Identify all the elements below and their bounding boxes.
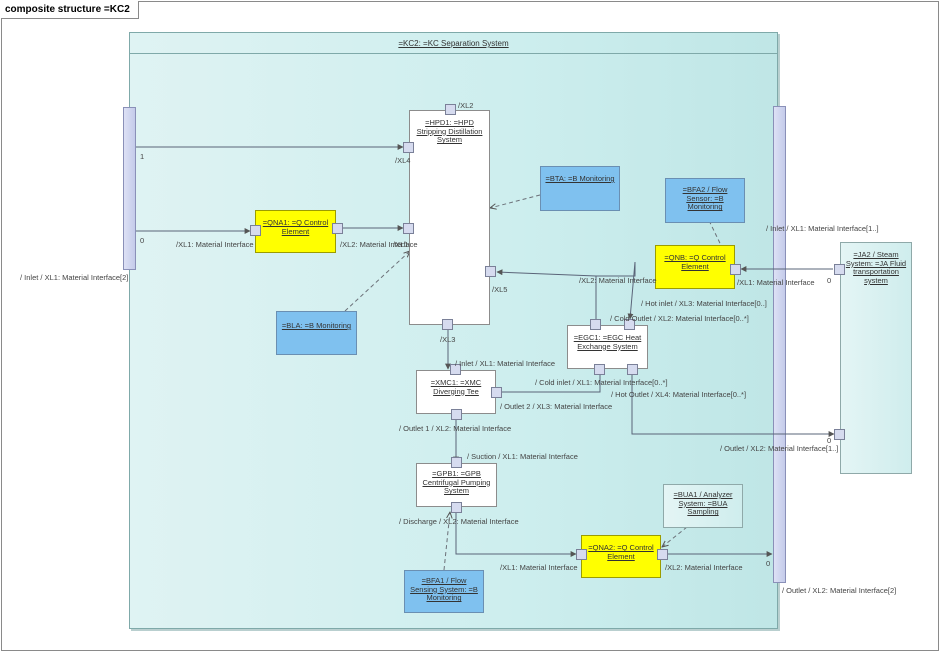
part-ja2-title: =JA2 / Steam System: =JA Fluid transport… [845, 250, 907, 285]
label-qna1-xl2: /XL2: Material Interface [340, 240, 418, 249]
port-egc-cold-outlet[interactable] [624, 319, 635, 330]
label-cold-outlet: / Cold Outlet / XL2: Material Interface[… [610, 314, 749, 323]
port-gpb-suction[interactable] [451, 457, 462, 468]
label-xl2-top: /XL2 [458, 101, 474, 110]
system-title: =KC2: =KC Separation System [130, 33, 777, 54]
label-ja-inlet: / Inlet / XL1: Material Interface[1..] [766, 224, 879, 233]
label-qna2-xl2: /XL2: Material Interface [665, 563, 743, 572]
label-mult-0-right: 0 [766, 559, 771, 568]
dep-bfa1 [443, 512, 450, 571]
port-hpd-xl1[interactable] [403, 223, 414, 234]
part-qna2[interactable]: =QNA2: =Q Control Element [581, 535, 661, 578]
part-gpb1[interactable]: =GPB1: =GPB Centrifugal Pumping System [416, 463, 497, 507]
connector-gpb-to-qna2[interactable] [455, 510, 577, 557]
part-bua1-title: =BUA1 / Analyzer System: =BUA Sampling [673, 490, 733, 517]
part-qnb-title: =QNB: =Q Control Element [664, 253, 726, 271]
port-hpd-xl2[interactable] [445, 104, 456, 115]
part-bfa1[interactable]: =BFA1 / Flow Sensing System: =B Monitori… [404, 570, 484, 613]
label-ja-mult-0-top: 0 [827, 276, 832, 285]
connector-egc-to-ja[interactable] [631, 375, 835, 437]
label-cold-inlet: / Cold inlet / XL1: Material Interface[0… [535, 378, 668, 387]
port-ja-outlet[interactable] [834, 429, 845, 440]
part-qna2-title: =QNA2: =Q Control Element [588, 543, 654, 561]
connector-qnb-to-egc[interactable] [627, 261, 636, 320]
label-outlet2: / Outlet 2 / XL3: Material Interface [500, 402, 613, 411]
label-xmc-inlet: / Inlet / XL1: Material Interface [455, 359, 556, 368]
connector-xmc-to-egc[interactable] [502, 375, 601, 393]
part-bta-title: =BTA: =B Monitoring [545, 174, 615, 183]
part-egc1[interactable]: =EGC1: =EGC Heat Exchange System [567, 325, 648, 369]
part-bua1[interactable]: =BUA1 / Analyzer System: =BUA Sampling [663, 484, 743, 528]
label-discharge: / Discharge / XL2: Material Interface [399, 517, 519, 526]
port-ja-inlet[interactable] [834, 264, 845, 275]
part-qnb[interactable]: =QNB: =Q Control Element [655, 245, 735, 289]
port-egc-hot-outlet[interactable] [627, 364, 638, 375]
label-mult-0-left: 0 [140, 236, 145, 245]
port-qna1-xl1[interactable] [250, 225, 261, 236]
connector-egc-to-qnb[interactable] [595, 262, 636, 320]
part-bta[interactable]: =BTA: =B Monitoring [540, 166, 620, 211]
part-qna1[interactable]: =QNA1: =Q Control Element [255, 210, 336, 253]
part-bfa2-title: =BFA2 / Flow Sensor: =B Monitoring [682, 185, 728, 212]
label-xl3-hpd: /XL3 [440, 335, 456, 344]
port-hpd-xl5[interactable] [485, 266, 496, 277]
connector-to-hpd-xl5[interactable] [496, 269, 597, 277]
label-xl5: /XL5 [492, 285, 508, 294]
port-hpd-xl3[interactable] [442, 319, 453, 330]
dep-bla [344, 251, 410, 312]
label-suction: / Suction / XL1: Material Interface [467, 452, 578, 461]
part-bfa2[interactable]: =BFA2 / Flow Sensor: =B Monitoring [665, 178, 745, 223]
label-ja-outlet: / Outlet / XL2: Material Interface[1..] [720, 444, 839, 453]
label-ja-mult-0-bot: 0 [827, 436, 832, 445]
label-qna2-xl1: /XL1: Material Interface [500, 563, 578, 572]
part-egc1-title: =EGC1: =EGC Heat Exchange System [573, 333, 642, 351]
label-xl4: /XL4 [395, 156, 411, 165]
dep-bta [490, 194, 541, 208]
port-gpb-discharge[interactable] [451, 502, 462, 513]
port-xmc-outlet2[interactable] [491, 387, 502, 398]
part-qna1-title: =QNA1: =Q Control Element [262, 218, 329, 236]
port-egc-hot-inlet[interactable] [590, 319, 601, 330]
label-mult-1: 1 [140, 152, 145, 161]
port-qna2-xl1[interactable] [576, 549, 587, 560]
label-outlet1: / Outlet 1 / XL2: Material Interface [399, 424, 512, 433]
label-xl1-hpd: /XL1 [393, 240, 409, 249]
port-xmc-inlet[interactable] [450, 364, 461, 375]
port-qna2-xl2[interactable] [657, 549, 668, 560]
label-inlet-left: / Inlet / XL1: Material Interface[2] [20, 273, 129, 282]
part-bla-title: =BLA: =B Monitoring [281, 321, 352, 330]
dep-bua1 [662, 526, 688, 547]
label-outlet-right: / Outlet / XL2: Material Interface[2] [782, 586, 897, 595]
label-hot-inlet: / Hot inlet / XL3: Material Interface[0.… [641, 299, 767, 308]
port-xmc-outlet1[interactable] [451, 409, 462, 420]
port-hpd-xl4[interactable] [403, 142, 414, 153]
part-gpb1-title: =GPB1: =GPB Centrifugal Pumping System [422, 469, 491, 496]
port-qna1-xl2[interactable] [332, 223, 343, 234]
part-ja2[interactable]: =JA2 / Steam System: =JA Fluid transport… [840, 242, 912, 474]
part-xmc1[interactable]: =XMC1: =XMC Diverging Tee [416, 370, 496, 414]
label-qna1-xl1: /XL1: Material Interface [176, 240, 254, 249]
label-hot-outlet: / Hot Outlet / XL4: Material Interface[0… [611, 390, 747, 399]
part-bfa1-title: =BFA1 / Flow Sensing System: =B Monitori… [410, 576, 478, 603]
port-egc-cold-inlet[interactable] [594, 364, 605, 375]
outlet-boundary-port[interactable] [773, 106, 786, 583]
part-hpd1-title: =HPD1: =HPD Stripping Distillation Syste… [416, 118, 483, 145]
inlet-boundary-port[interactable] [123, 107, 136, 270]
label-qnb-xl1: /XL1: Material Interface [737, 278, 815, 287]
part-xmc1-title: =XMC1: =XMC Diverging Tee [430, 378, 482, 396]
port-qnb-xl1[interactable] [730, 264, 741, 275]
frame-title: composite structure =KC2 [1, 1, 139, 19]
part-bla[interactable]: =BLA: =B Monitoring [276, 311, 357, 355]
part-hpd1[interactable]: =HPD1: =HPD Stripping Distillation Syste… [409, 110, 490, 325]
label-egc-xl2: /XL2: Material Interface [579, 276, 657, 285]
